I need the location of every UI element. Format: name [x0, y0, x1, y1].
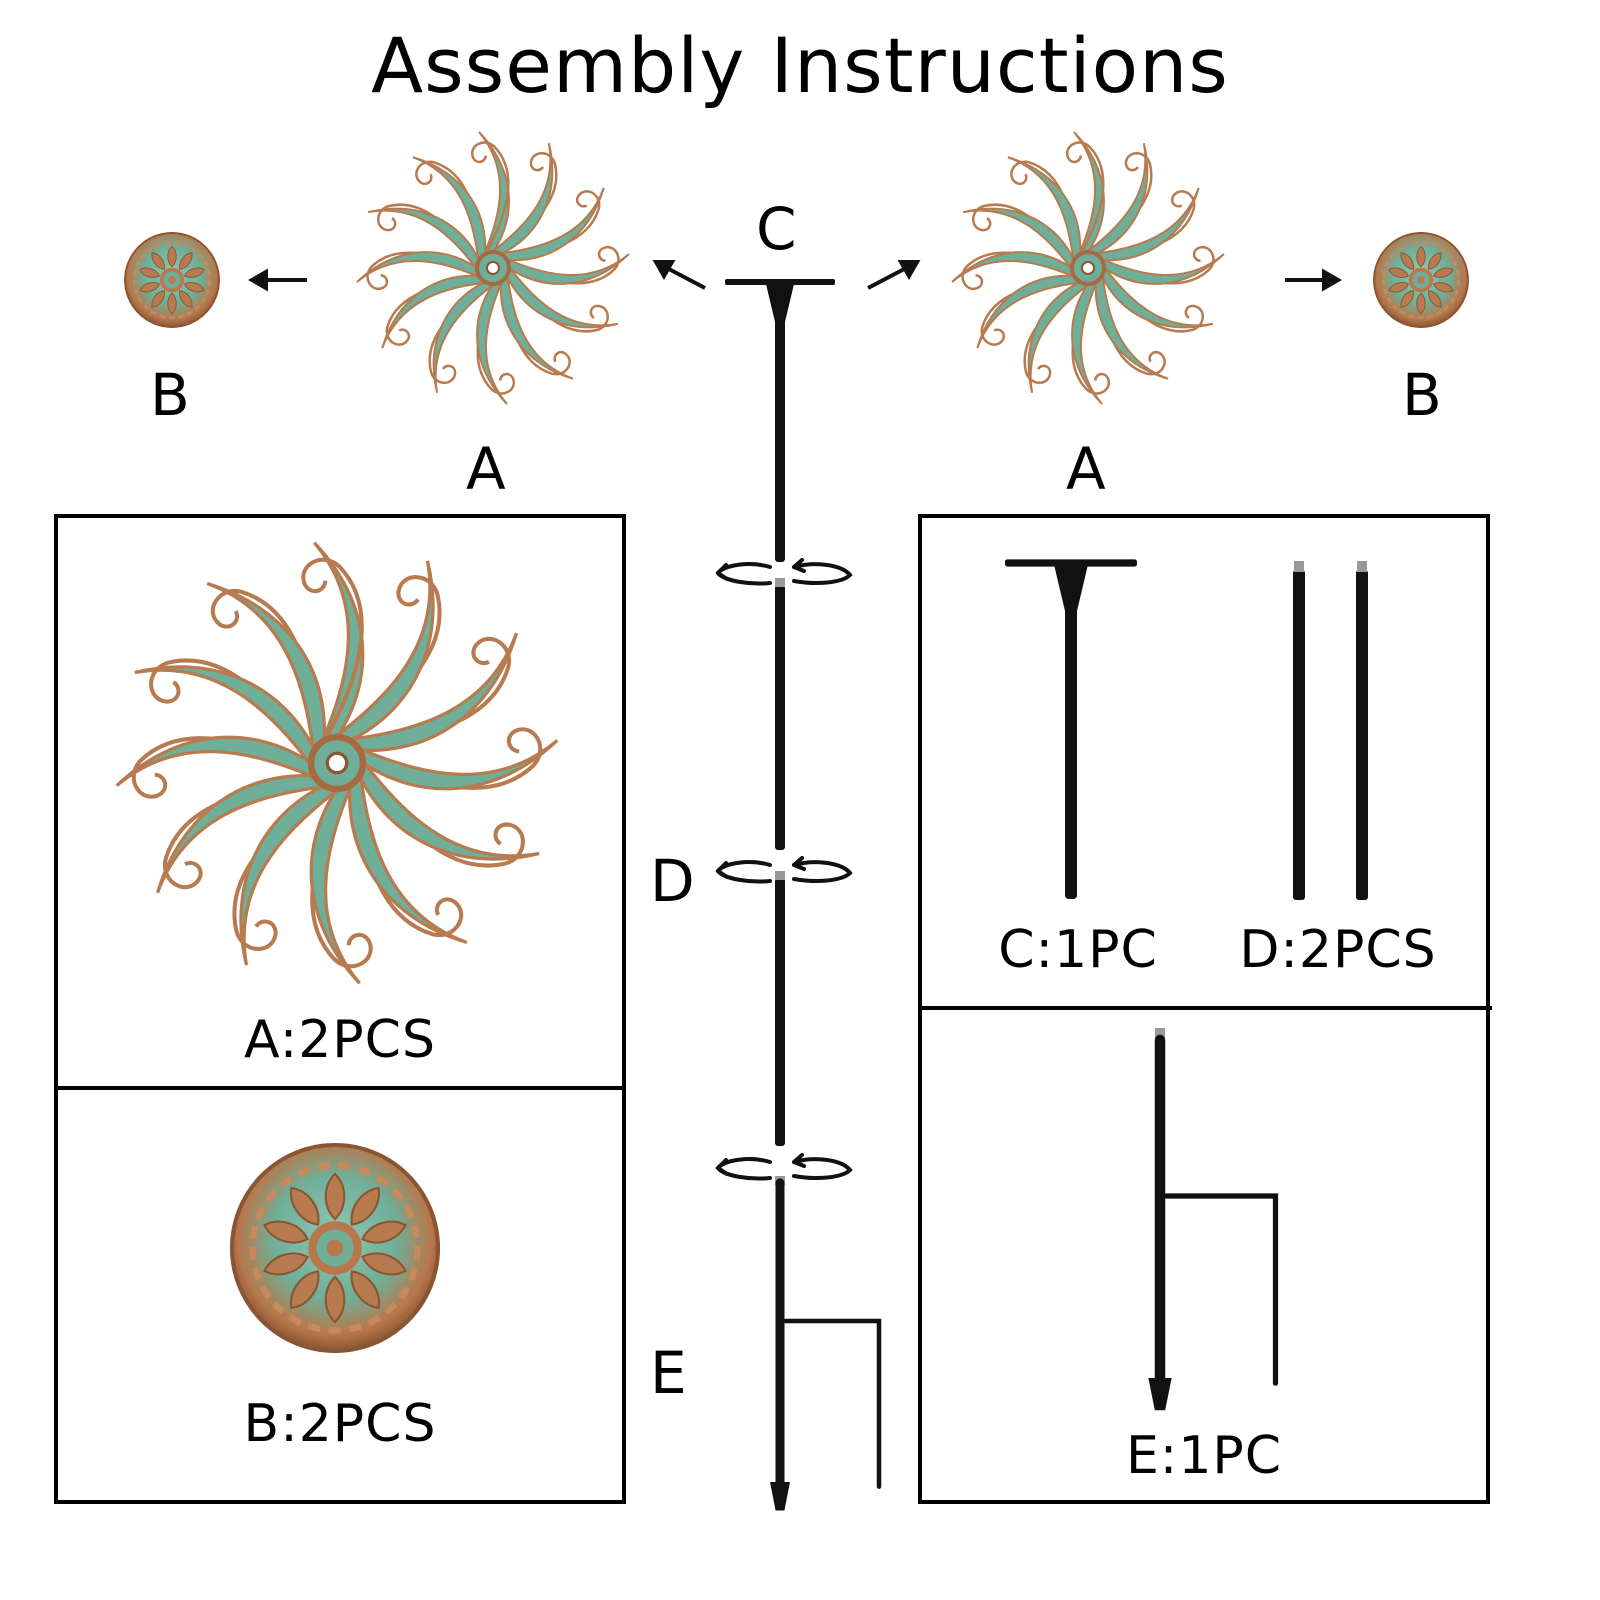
label-e: E: [650, 1339, 687, 1407]
cap-b-large-icon: [232, 1145, 438, 1351]
assembled-pole: [716, 279, 880, 1510]
cap-b-left-icon: [123, 231, 221, 329]
caption-part-e: E:1PC: [1125, 1426, 1283, 1486]
caption-part-a: A:2PCS: [244, 1010, 436, 1070]
t-bar-c-icon: [725, 279, 835, 562]
label-c: C: [756, 195, 797, 263]
stake-e-detail-icon: [1155, 1028, 1276, 1409]
pole-d-detail-icon: [1293, 561, 1368, 900]
label-a-right: A: [1066, 435, 1106, 503]
box-part-b: [54, 1086, 626, 1504]
spinner-a-right-icon: [936, 116, 1240, 420]
stake-e-icon: [776, 1183, 880, 1510]
label-a-left: A: [466, 435, 506, 503]
caption-part-c: C:1PC: [998, 920, 1158, 980]
part-boxes: [54, 514, 1492, 1504]
cap-b-right-icon: [1372, 231, 1470, 329]
arrow-to-left-spinner: [664, 265, 706, 290]
twist-arrows-icon: [716, 1153, 852, 1181]
caption-part-d: D:2PCS: [1239, 920, 1437, 980]
label-b-left: B: [150, 361, 190, 429]
arrow-to-right-spinner: [867, 265, 909, 290]
label-b-right: B: [1402, 361, 1442, 429]
spinner-a-left-icon: [341, 116, 645, 420]
t-bar-c-detail-icon: [1005, 559, 1137, 899]
label-d: D: [650, 847, 695, 915]
page-title: Assembly Instructions: [371, 21, 1229, 110]
spinner-a-large-icon: [95, 521, 579, 1005]
pole-d-lower: [775, 878, 785, 1146]
arrows: [247, 260, 1343, 292]
caption-part-b: B:2PCS: [243, 1394, 437, 1454]
pole-d-upper: [775, 585, 785, 850]
box-part-e: [918, 1006, 1490, 1504]
